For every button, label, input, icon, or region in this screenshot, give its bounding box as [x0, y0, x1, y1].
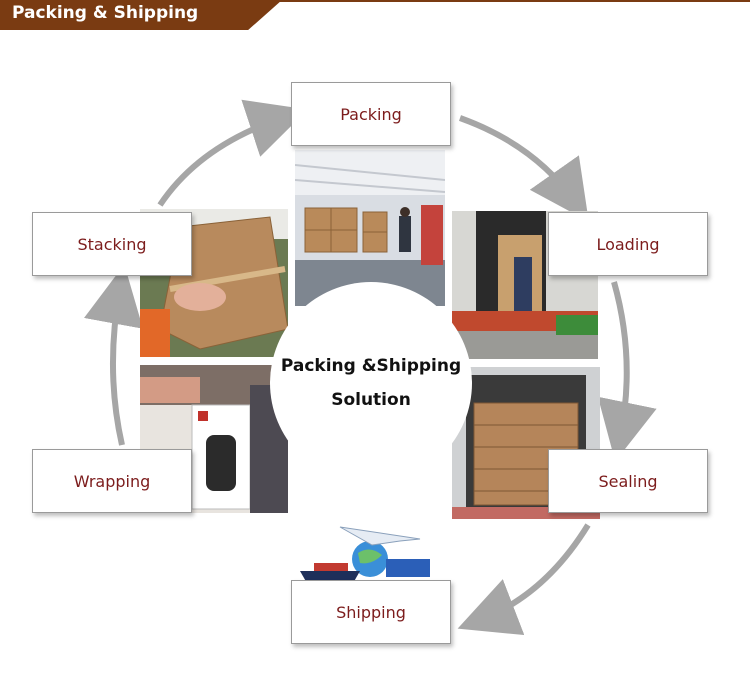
center-title-line1: Packing &Shipping [281, 349, 461, 383]
step-packing: Packing [291, 82, 451, 146]
center-label: Packing &Shipping Solution [270, 282, 472, 484]
step-sealing: Sealing [548, 449, 708, 513]
center-title-line2: Solution [331, 383, 411, 417]
arrow-sealing-to-shipping [480, 525, 588, 620]
step-stacking: Stacking [32, 212, 192, 276]
step-wrapping: Wrapping [32, 449, 192, 513]
arrow-wrapping-to-stacking [113, 288, 122, 445]
step-shipping: Shipping [291, 580, 451, 644]
arrow-packing-to-loading [460, 118, 575, 202]
arrow-stacking-to-packing [160, 117, 285, 205]
arrow-loading-to-sealing [614, 282, 627, 438]
step-loading: Loading [548, 212, 708, 276]
